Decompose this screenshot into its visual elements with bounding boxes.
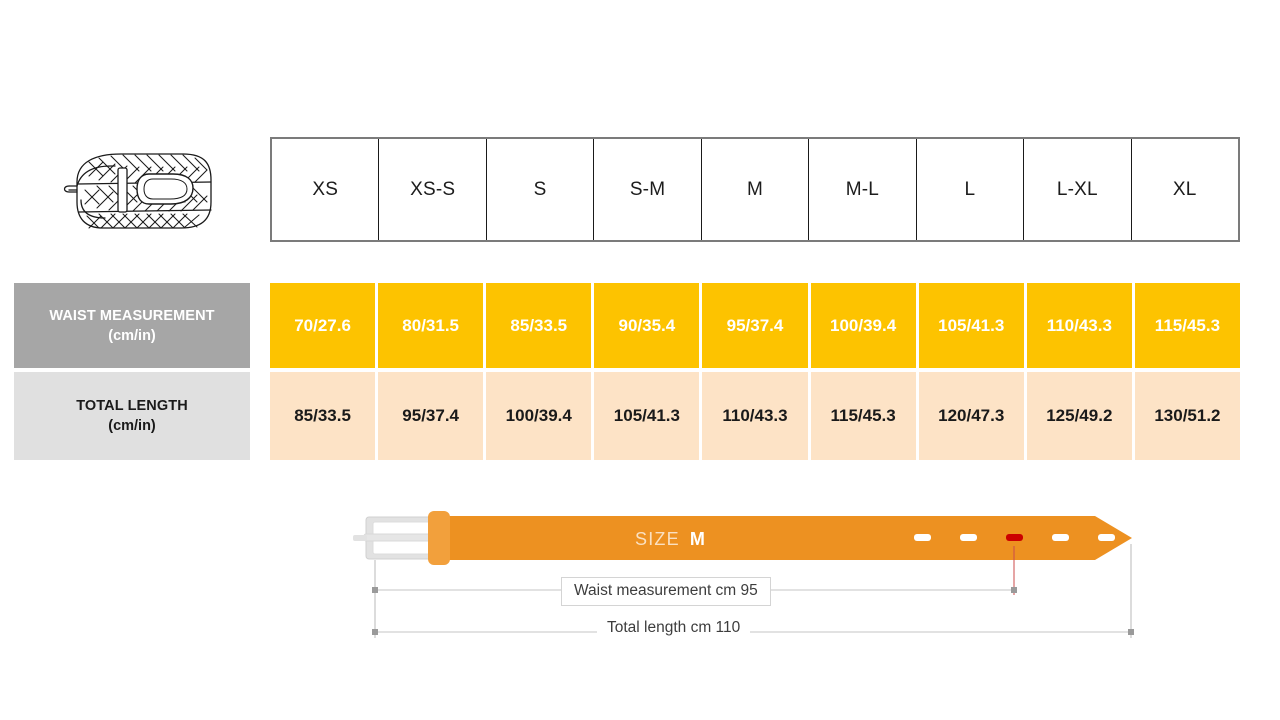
length-value-xs: 85/33.5 xyxy=(270,372,379,460)
length-value-l-xl: 125/49.2 xyxy=(1026,372,1135,460)
size-header-cell-xs-s: XS-S xyxy=(379,139,487,240)
belt-size-word: SIZE xyxy=(635,529,680,549)
belt-strap xyxy=(438,516,1132,560)
length-value-s-m: 105/41.3 xyxy=(594,372,703,460)
waist-measurement-label-line2: (cm/in) xyxy=(108,327,156,344)
total-length-cells: 85/33.5 95/37.4 100/39.4 105/41.3 110/43… xyxy=(270,372,1240,460)
waist-value-m-l: 100/39.4 xyxy=(810,283,919,368)
belt-size-caption: SIZE M xyxy=(635,529,705,550)
belt-hole-1 xyxy=(914,534,931,541)
total-length-label-line1: TOTAL LENGTH xyxy=(76,398,188,414)
size-header-cell-xl: XL xyxy=(1172,178,1197,200)
total-length-dimension-line xyxy=(372,629,1134,635)
dimension-extension-lines xyxy=(374,544,1132,638)
length-value-xs-s: 95/37.4 xyxy=(378,372,487,460)
waist-measurement-row: WAIST MEASUREMENT (cm/in) 70/27.6 80/31.… xyxy=(14,283,1240,368)
belt-hole-3-highlighted xyxy=(1006,534,1023,541)
total-length-dimension-label: Total length cm 110 xyxy=(597,618,751,638)
belt-hole-2 xyxy=(960,534,977,541)
size-header-table: XS XS-S S S-M M M-L L L-XL XL xyxy=(270,137,1240,242)
size-header-cell-m-l: M-L xyxy=(809,139,917,240)
waist-value-s-m: 90/35.4 xyxy=(594,283,703,368)
belt-hole-4 xyxy=(1052,534,1069,541)
waist-value-s: 85/33.5 xyxy=(486,283,595,368)
waist-measurement-label-line1: WAIST MEASUREMENT xyxy=(49,307,215,324)
size-header-cell-l: L xyxy=(917,139,1025,240)
waist-value-m: 95/37.4 xyxy=(702,283,811,368)
size-header-cell-m: M xyxy=(702,139,810,240)
belt-diagram-svg xyxy=(353,511,1134,638)
total-length-label: TOTAL LENGTH (cm/in) xyxy=(14,372,250,460)
belt-holes xyxy=(914,534,1115,541)
waist-value-xs-s: 80/31.5 xyxy=(378,283,487,368)
size-header-cell-xs: XS xyxy=(272,139,380,240)
length-value-xl: 130/51.2 xyxy=(1134,372,1240,460)
waist-value-l-xl: 110/43.3 xyxy=(1026,283,1135,368)
belt-hole-5 xyxy=(1098,534,1115,541)
belt-size-value: M xyxy=(689,529,706,549)
waist-value-xs: 70/27.6 xyxy=(270,283,379,368)
size-header-cell-s: S xyxy=(487,139,595,240)
belt-measurement-diagram xyxy=(350,498,1170,658)
length-value-l: 120/47.3 xyxy=(918,372,1027,460)
belt-keeper-loop xyxy=(428,511,450,565)
waist-measurement-label: WAIST MEASUREMENT (cm/in) xyxy=(14,283,250,368)
woven-belt-icon xyxy=(63,153,212,229)
waist-value-l: 105/41.3 xyxy=(918,283,1027,368)
woven-belt-illustration xyxy=(55,142,223,238)
length-value-m-l: 115/45.3 xyxy=(810,372,919,460)
total-length-row: TOTAL LENGTH (cm/in) 85/33.5 95/37.4 100… xyxy=(14,372,1240,460)
waist-value-xl: 115/45.3 xyxy=(1134,283,1240,368)
size-header-cell-s-m: S-M xyxy=(594,139,702,240)
total-length-label-line2: (cm/in) xyxy=(108,418,156,434)
measurement-table: WAIST MEASUREMENT (cm/in) 70/27.6 80/31.… xyxy=(14,283,1240,460)
waist-dimension-label: Waist measurement cm 95 xyxy=(561,577,771,606)
size-header-cell-l-xl: L-XL xyxy=(1024,139,1132,240)
length-value-s: 100/39.4 xyxy=(486,372,595,460)
waist-measurement-cells: 70/27.6 80/31.5 85/33.5 90/35.4 95/37.4 … xyxy=(270,283,1240,368)
length-value-m: 110/43.3 xyxy=(702,372,811,460)
